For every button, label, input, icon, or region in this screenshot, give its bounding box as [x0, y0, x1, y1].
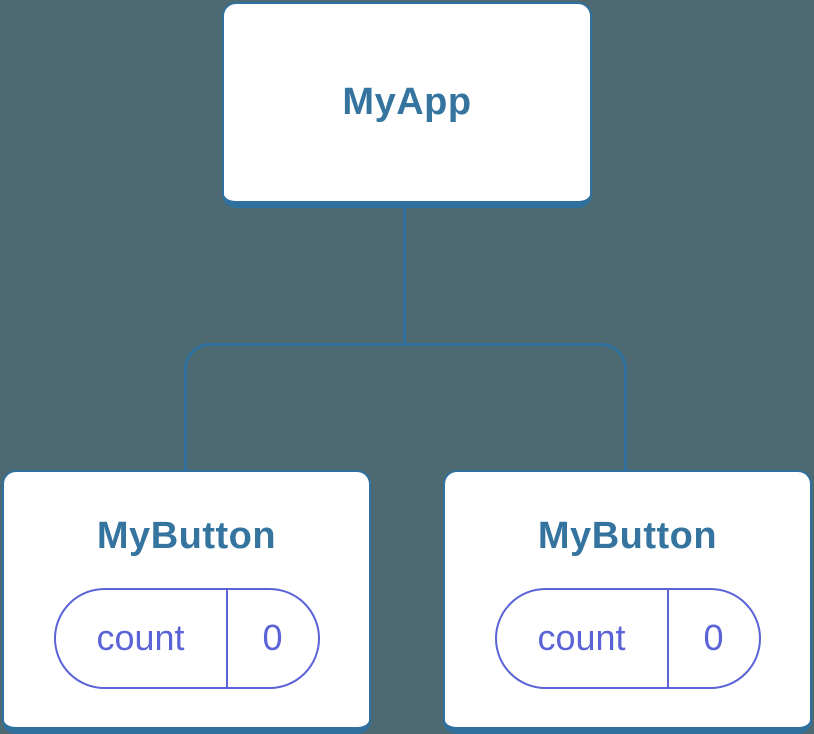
component-node-mybutton-right: MyButton count 0 — [443, 470, 812, 734]
state-name: count — [497, 589, 669, 687]
state-pill: count 0 — [494, 587, 761, 689]
connector-stem — [403, 208, 406, 343]
state-name: count — [56, 589, 228, 687]
connector-bracket — [184, 343, 627, 470]
component-node-myapp: MyApp — [222, 2, 592, 208]
component-label: MyButton — [537, 515, 718, 557]
component-node-mybutton-left: MyButton count 0 — [2, 470, 371, 734]
state-value: 0 — [262, 617, 283, 659]
state-pill: count 0 — [53, 587, 320, 689]
component-label: MyApp — [342, 80, 472, 123]
state-value: 0 — [703, 617, 724, 659]
component-label: MyButton — [96, 515, 277, 557]
